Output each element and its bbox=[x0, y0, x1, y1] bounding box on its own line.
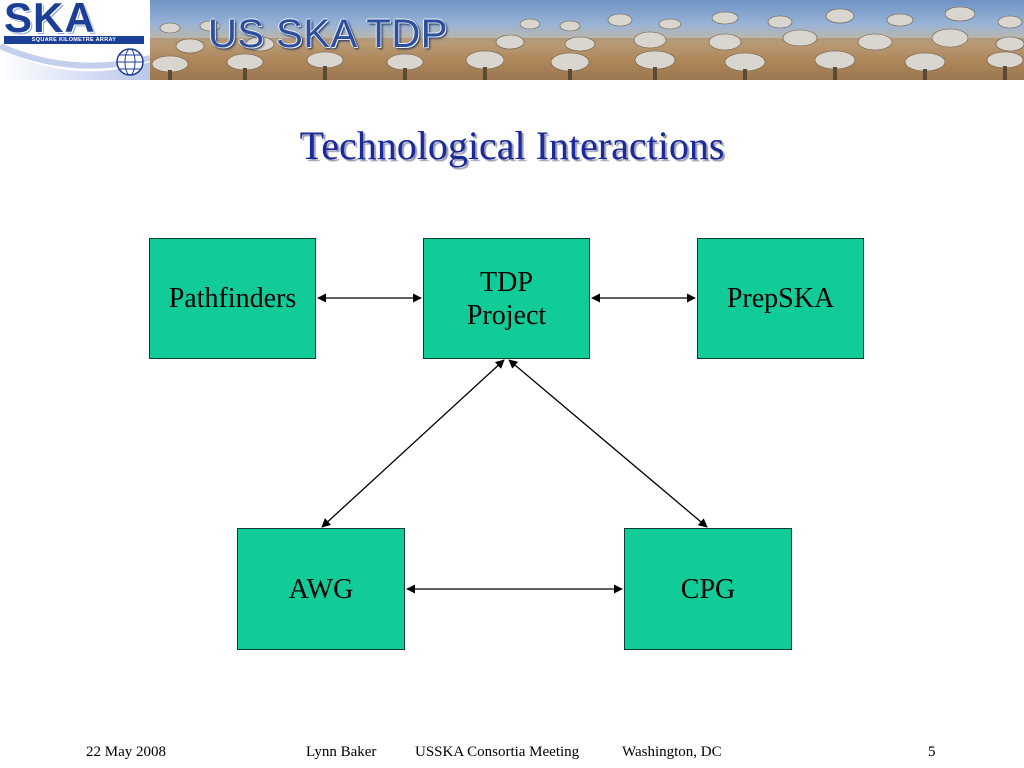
ska-logo: SKA SQUARE KILOMETRE ARRAY bbox=[0, 0, 150, 80]
node-pathfinders-label: Pathfinders bbox=[168, 283, 297, 314]
footer-date: 22 May 2008 bbox=[86, 744, 166, 760]
node-awg-label: AWG bbox=[288, 573, 354, 605]
node-awg: AWG bbox=[237, 528, 405, 650]
node-prepska: PrepSKA bbox=[697, 238, 864, 359]
node-tdp-project: TDP Project bbox=[423, 238, 590, 359]
node-cpg-label: CPG bbox=[680, 573, 736, 605]
node-prepska-label: PrepSKA bbox=[726, 283, 835, 314]
node-cpg: CPG bbox=[624, 528, 792, 650]
slide-title: Technological Interactions bbox=[299, 123, 725, 168]
footer-event: USSKA Consortia Meeting bbox=[415, 744, 580, 760]
header-banner: SKA SQUARE KILOMETRE ARRAY bbox=[0, 0, 1024, 80]
dish-array-graphic bbox=[150, 6, 1024, 80]
node-pathfinders: Pathfinders bbox=[149, 238, 316, 359]
logo-tagline: SQUARE KILOMETRE ARRAY bbox=[4, 36, 144, 44]
banner-title: US SKA TDP bbox=[208, 12, 448, 56]
connector-tdp-cpg bbox=[508, 359, 708, 528]
logo-swoosh-icon bbox=[0, 43, 150, 80]
footer-author: Lynn Baker bbox=[306, 744, 377, 760]
globe-icon bbox=[116, 48, 144, 76]
banner-image: US SKA TDP bbox=[150, 0, 1024, 80]
node-tdp-project-label: TDP Project bbox=[466, 266, 547, 331]
connector-tdp-awg bbox=[321, 359, 505, 528]
logo-letters: SKA bbox=[4, 0, 96, 41]
footer-location: Washington, DC bbox=[622, 744, 722, 760]
footer-page-number: 5 bbox=[928, 744, 936, 760]
